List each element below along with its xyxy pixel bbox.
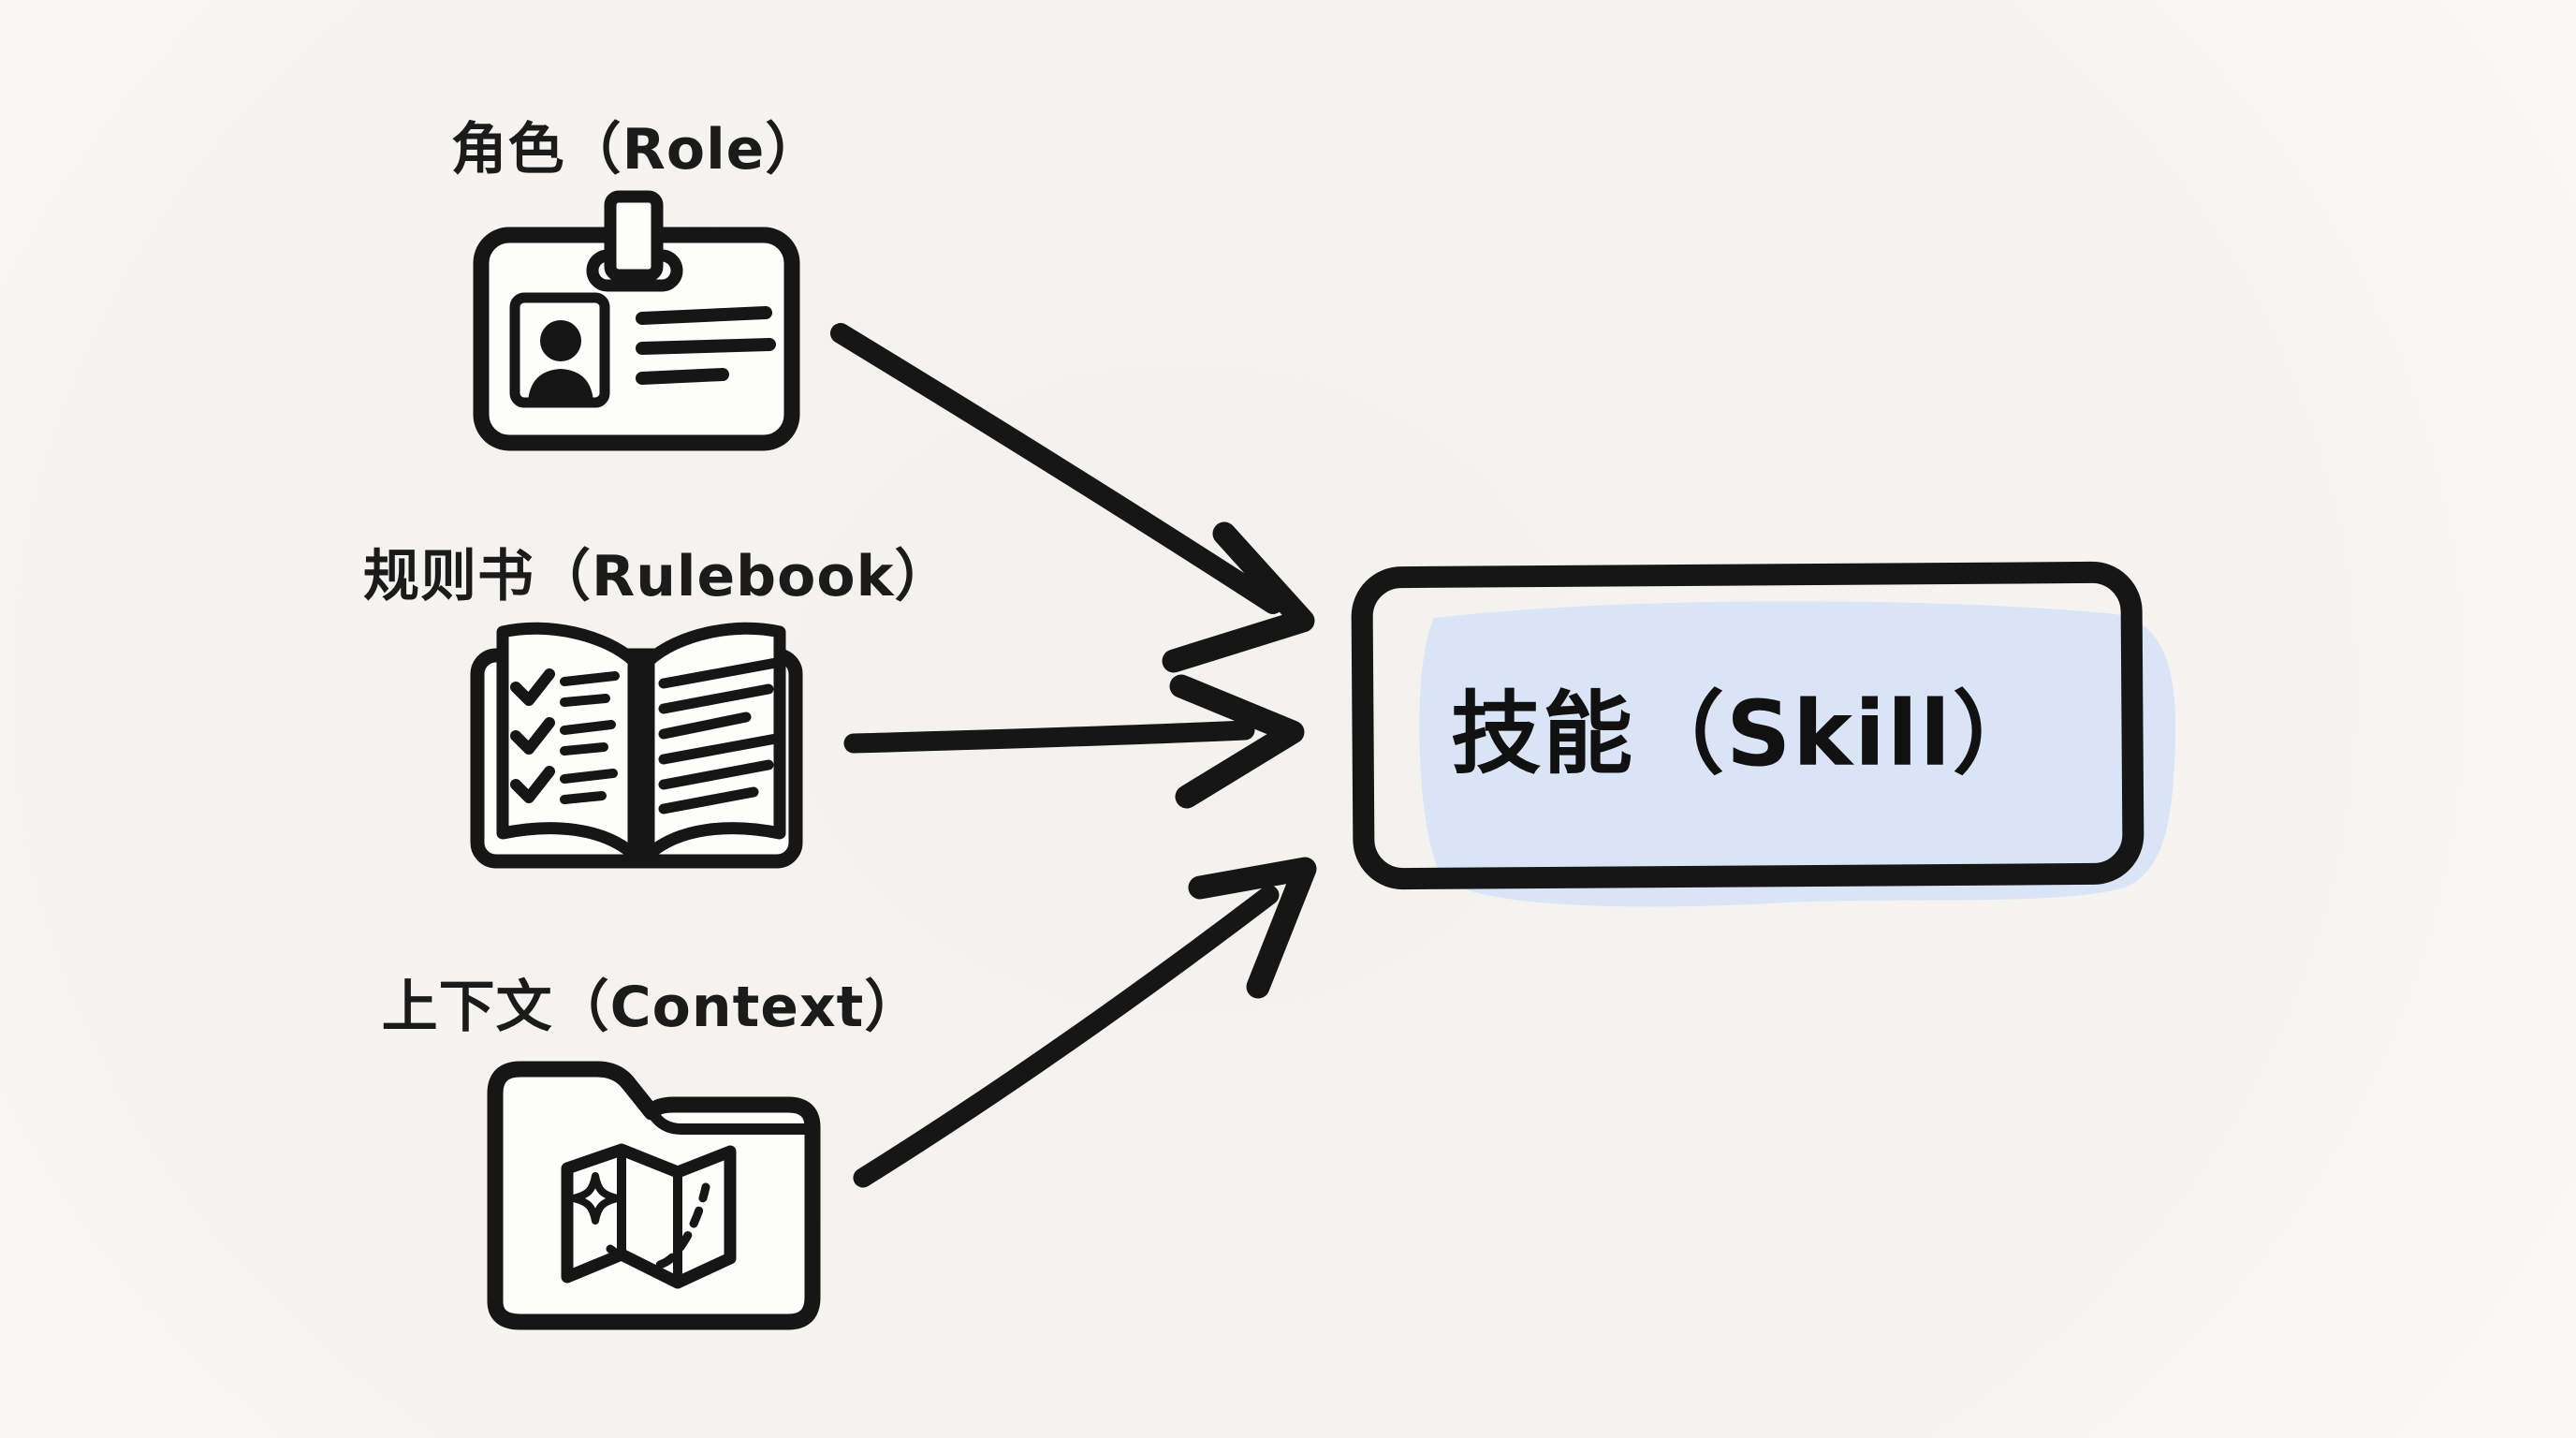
- card-text-lines: [636, 306, 776, 385]
- rulebook-label: 规则书（Rulebook）: [363, 544, 952, 609]
- checklist: [510, 668, 620, 804]
- context-label: 上下文（Context）: [381, 975, 922, 1040]
- folder-ridge: [648, 1108, 816, 1135]
- person-silhouette: [528, 320, 593, 403]
- id-card-icon: [473, 190, 800, 451]
- arrow-rulebook-to-skill: [843, 674, 1305, 809]
- skill-border: [1351, 561, 2144, 890]
- open-book-icon: [470, 622, 803, 869]
- folded-map: [561, 1143, 737, 1289]
- skill-highlight: [1419, 601, 2176, 907]
- skill-label: 技能（Skill）: [1451, 681, 2044, 786]
- rule-lines: [658, 657, 782, 814]
- arrow-role-to-skill: [830, 323, 1315, 673]
- folder-map-icon: [487, 1061, 821, 1330]
- route-dashes: [606, 1182, 710, 1270]
- arrow-context-to-skill: [853, 857, 1317, 1188]
- compass-star: [570, 1172, 621, 1225]
- skill-box: [1351, 561, 2176, 907]
- role-label: 角色（Role）: [450, 117, 823, 183]
- badge-tab: [604, 190, 664, 282]
